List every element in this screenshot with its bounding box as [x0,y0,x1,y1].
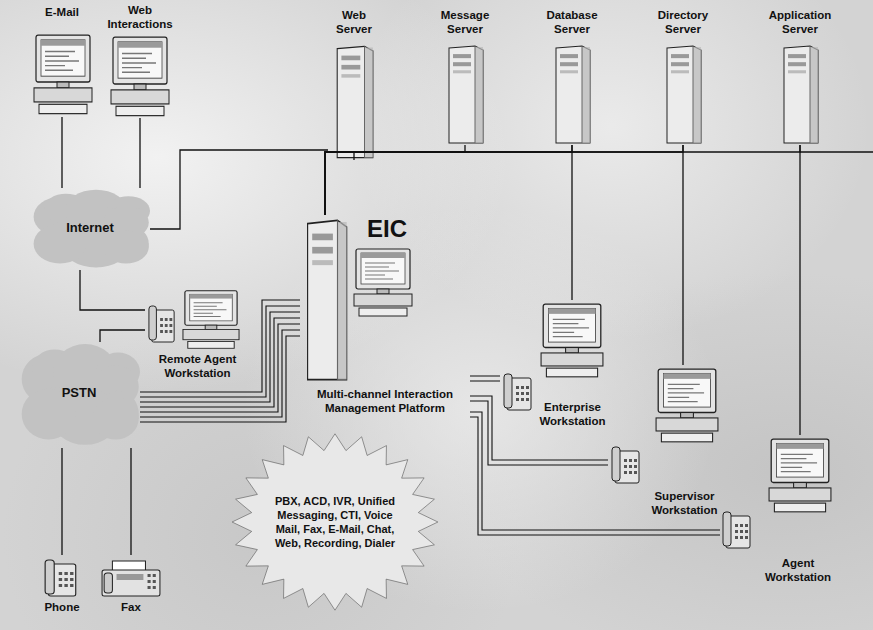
email-computer: E-Mail [26,5,98,117]
pstn-cloud: PSTN [18,342,140,448]
phone-icon [149,306,174,342]
computer-icon [183,291,239,348]
computer-icon [769,439,831,512]
database-server: Database Server [532,8,612,145]
phone-icon [723,512,750,548]
application-server: Application Server [760,8,840,145]
connector-line [325,145,800,215]
server-tower [337,46,373,157]
line-bundle [470,376,500,381]
internet-cloud: Internet [30,188,150,270]
connector-path [150,150,328,229]
phone-icon [612,447,639,483]
device-label: Directory Server [651,8,715,36]
device-label: Web Interactions [102,3,178,31]
connector-line [683,145,684,365]
connector-line [800,145,801,435]
connector-line [325,145,572,215]
connector-path [571,145,572,300]
cloud-label: PSTN [18,386,140,400]
device-label: Supervisor Workstation [646,489,723,517]
connector-line [572,145,573,300]
message-server: Message Server [425,8,505,145]
connector-line [100,330,145,342]
device-label: Enterprise Workstation [533,400,612,428]
phone-icon [45,560,76,596]
server-tower [667,46,701,143]
connector-path [140,300,300,422]
device-label: Phone [38,600,86,614]
web-server: Web Server [328,8,380,160]
connector-path [130,448,131,555]
device-label: Multi-channel Interaction Management Pla… [300,387,470,415]
connector-line [150,150,328,229]
connector-path [470,376,500,381]
device-label: Application Server [762,8,838,36]
connector-path [325,145,572,215]
connector-path [799,145,800,435]
feature-list: PBX, ACD, IVR, Unified Messaging, CTI, V… [270,494,400,550]
fax: Fax [95,555,167,619]
connector-path [61,117,62,188]
web-computer: Web Interactions [102,3,178,118]
enterprise-workstation: Enterprise Workstation [500,300,612,432]
connector-line [325,152,354,215]
connector-path [139,118,140,188]
device-label: E-Mail [26,5,98,19]
feature-starburst: PBX, ACD, IVR, Unified Messaging, CTI, V… [230,432,440,612]
connector-path [325,145,465,215]
connector-line [131,448,132,555]
device-label: Agent Workstation [758,556,838,584]
supervisor-workstation: Supervisor Workstation [608,365,723,522]
device-label: Fax [95,600,167,614]
computer-icon [34,35,92,113]
remote-workstation: Remote Agent Workstation [145,288,250,383]
fax-icon [102,561,160,596]
connector-path [470,412,720,535]
server-tower [784,46,818,143]
line-bundle [470,412,720,535]
cloud-label: Internet [30,221,150,235]
connector-path [325,145,683,215]
connector-path [325,152,354,215]
starburst-shape [230,432,440,612]
phone: Phone [38,555,86,619]
connector-line [62,448,63,555]
connector-path [61,448,62,555]
connector-path [325,145,800,215]
line-bundle [140,300,300,422]
connector-line [325,145,683,215]
product-name: EIC [352,215,422,243]
device-label: Web Server [328,8,380,36]
device-label: Database Server [538,8,606,36]
computer-icon [111,37,169,115]
connector-line [325,145,465,215]
directory-server: Directory Server [643,8,723,145]
connector-line [140,118,141,188]
computer-icon [541,304,603,377]
server-tower [556,46,590,143]
device-label: Message Server [434,8,496,36]
eic-platform: EIC Multi-channel Interaction Management … [300,215,470,420]
device-label: Remote Agent Workstation [145,352,250,380]
connector-path [100,330,145,342]
computer-icon [354,249,412,316]
connector-line [80,270,145,310]
phone-icon [504,374,531,410]
connector-path [80,270,145,310]
computer-icon [656,369,718,442]
bus-line [800,151,873,152]
connector-path [682,145,683,365]
server-tower [308,220,347,379]
connector-line [62,117,63,188]
agent-workstation: Agent Workstation [720,435,838,590]
server-tower [449,46,483,143]
